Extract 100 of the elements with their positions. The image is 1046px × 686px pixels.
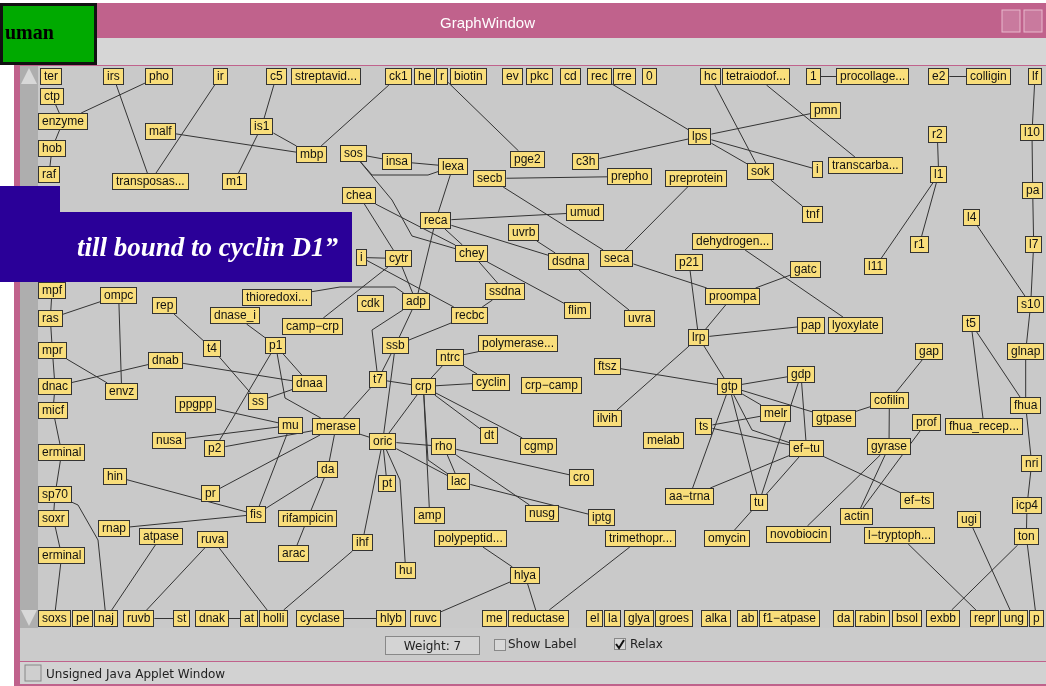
connector-line (1031, 140, 1034, 183)
connector-line (219, 353, 272, 441)
graph-node: l10 (1020, 124, 1044, 141)
connector-line (359, 433, 370, 438)
status-text: Unsigned Java Applet Window (46, 667, 226, 681)
connector-line (215, 408, 279, 424)
graph-node: tnf (802, 206, 824, 223)
graph-node: ef−tu (789, 440, 825, 457)
graph-node: he (414, 68, 436, 85)
connector-line (126, 479, 247, 513)
graph-node: bsol (892, 610, 922, 627)
quote-banner: till bound to cyclin D1” (0, 212, 352, 282)
connector-line (411, 162, 439, 166)
graph-node: nusg (525, 505, 560, 522)
graph-node: l4 (963, 209, 981, 226)
graph-node: ompc (100, 287, 138, 304)
graph-node: m1 (222, 173, 247, 190)
graph-node: erminal (38, 547, 86, 564)
graph-node: mbp (296, 146, 328, 163)
graph-node: hlyb (376, 610, 406, 627)
connector-line (54, 526, 61, 548)
graph-node: ir (213, 68, 228, 85)
graph-node: r (436, 68, 448, 85)
graph-node: prof (912, 414, 941, 431)
connector-line (71, 364, 149, 383)
graph-node: 1 (806, 68, 821, 85)
graph-node: cofilin (870, 392, 909, 409)
connector-line (951, 544, 1019, 611)
graph-node: ihf (352, 534, 373, 551)
graph-node: gtp (717, 378, 742, 395)
graph-node: pe (72, 610, 94, 627)
connector-line (258, 433, 288, 507)
heading-banner: uman (0, 3, 97, 65)
graph-node: recbc (451, 307, 489, 324)
connector-line (801, 382, 807, 441)
connector-line (624, 186, 689, 251)
graph-node: uvra (624, 310, 656, 327)
connector-line (921, 182, 937, 237)
connector-line (343, 387, 371, 419)
connector-line (111, 544, 156, 611)
connector-line (692, 394, 727, 489)
graph-node: chey (455, 245, 489, 262)
graph-node: reductase (508, 610, 569, 627)
graph-node: biotin (450, 68, 487, 85)
connector-line (386, 380, 412, 386)
connector-line (703, 345, 725, 379)
connector-line (1031, 84, 1036, 125)
connector-line (1026, 312, 1031, 344)
graph-node: flim (564, 302, 591, 319)
graph-node: dnase_i (210, 307, 261, 324)
connector-line (311, 286, 405, 294)
graph-node: cyclin (472, 374, 510, 391)
graph-node: rifampicin (278, 510, 338, 527)
connector-line (710, 113, 811, 135)
graph-node: raf (38, 166, 60, 183)
graph-node: dehydrogen... (692, 233, 774, 250)
connector-line (129, 515, 247, 528)
connector-line (733, 394, 790, 444)
graph-node: melr (760, 405, 792, 422)
connector-line (182, 362, 293, 382)
graph-node: transposas... (112, 173, 189, 190)
connector-line (937, 142, 939, 167)
connector-line (971, 331, 984, 419)
graph-node: pt (378, 475, 396, 492)
graph-node: rre (613, 68, 636, 85)
graph-node: l1 (930, 166, 948, 183)
connector-line (153, 618, 174, 619)
connector-line (360, 161, 439, 176)
connector-line (709, 455, 790, 489)
graph-node: gdp (787, 366, 816, 383)
connector-line (185, 426, 279, 439)
graph-node: atpase (139, 528, 184, 545)
connector-line (444, 228, 463, 246)
graph-node: f1−atpase (759, 610, 821, 627)
connector-line (423, 394, 448, 474)
graph-node: sp70 (38, 486, 73, 503)
connector-line (238, 134, 258, 174)
connector-line (860, 454, 886, 509)
connector-line (527, 583, 537, 611)
connector-line (366, 155, 383, 160)
graph-node: colligin (966, 68, 1011, 85)
graph-node: crp (411, 378, 436, 395)
graph-node: crp−camp (521, 377, 583, 394)
graph-node: exbb (926, 610, 961, 627)
connector-line (632, 263, 708, 289)
graph-node: melab (643, 432, 684, 449)
connector-line (1026, 513, 1028, 529)
graph-node: pap (797, 317, 826, 334)
graph-node: ruvb (123, 610, 155, 627)
connector-line (447, 81, 520, 152)
graph-node: novobiocin (766, 526, 832, 543)
graph-node: dnab (148, 352, 183, 369)
connector-line (455, 448, 570, 476)
graph-node: merase (312, 418, 360, 435)
connector-line (386, 449, 406, 563)
connector-line (1027, 471, 1032, 498)
graph-node: ntrc (436, 349, 464, 366)
graph-node: oric (369, 433, 397, 450)
connector-line (714, 84, 757, 164)
graph-node: irs (103, 68, 124, 85)
